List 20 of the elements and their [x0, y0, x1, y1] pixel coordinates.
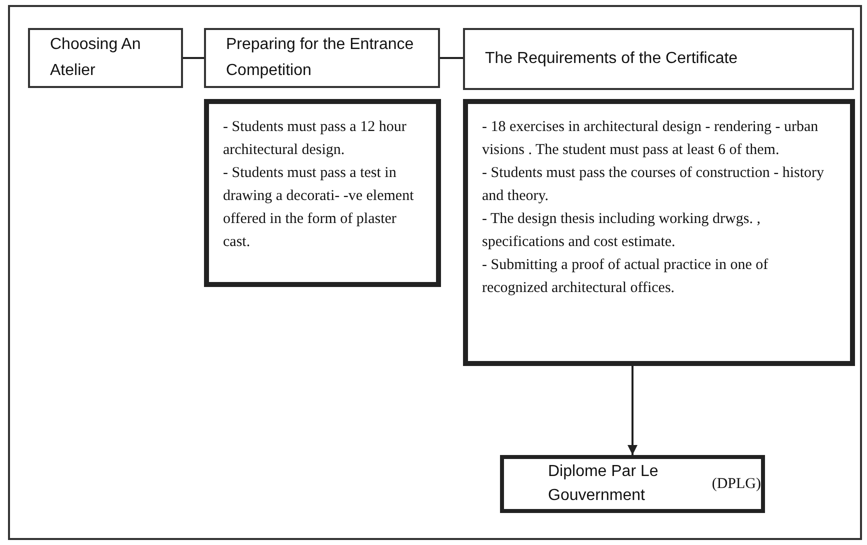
- step-label: Choosing An Atelier: [49, 35, 142, 81]
- diploma-title: Diplome Par Le Gouvernment: [548, 462, 660, 506]
- diploma-box: [500, 455, 765, 513]
- connector-line: [440, 57, 463, 59]
- connector-line: [183, 57, 204, 59]
- requirement-text: - 18 exercises in architectural design - rendering - urban visions . The student must pass at least 6 of them.: [482, 118, 820, 160]
- requirement-text: - Students must pass a 12 hour architectural design.: [223, 118, 408, 160]
- step-label: Preparing for the Entrance Competition: [225, 35, 415, 81]
- requirement-text: - The design thesis including working drwgs. , specifications and cost estimate.: [482, 210, 762, 252]
- requirement-text: - Students must pass a test in drawing a decorati- -ve element offered in the form of plaster cast.: [223, 164, 415, 252]
- step-box: [28, 28, 183, 88]
- requirements-box: [204, 99, 441, 287]
- step-box: [463, 28, 854, 90]
- step-label: The Requirements of the Certificate: [484, 49, 739, 69]
- step-box: [204, 28, 440, 88]
- requirements-box: [463, 99, 855, 366]
- arrow: [628, 366, 638, 455]
- diploma-abbreviation: (DPLG): [712, 474, 761, 494]
- requirement-text: - Submitting a proof of actual practice in one of recognized architectural offices.: [482, 256, 770, 298]
- requirement-text: - Students must pass the courses of construction - history and theory.: [482, 164, 826, 206]
